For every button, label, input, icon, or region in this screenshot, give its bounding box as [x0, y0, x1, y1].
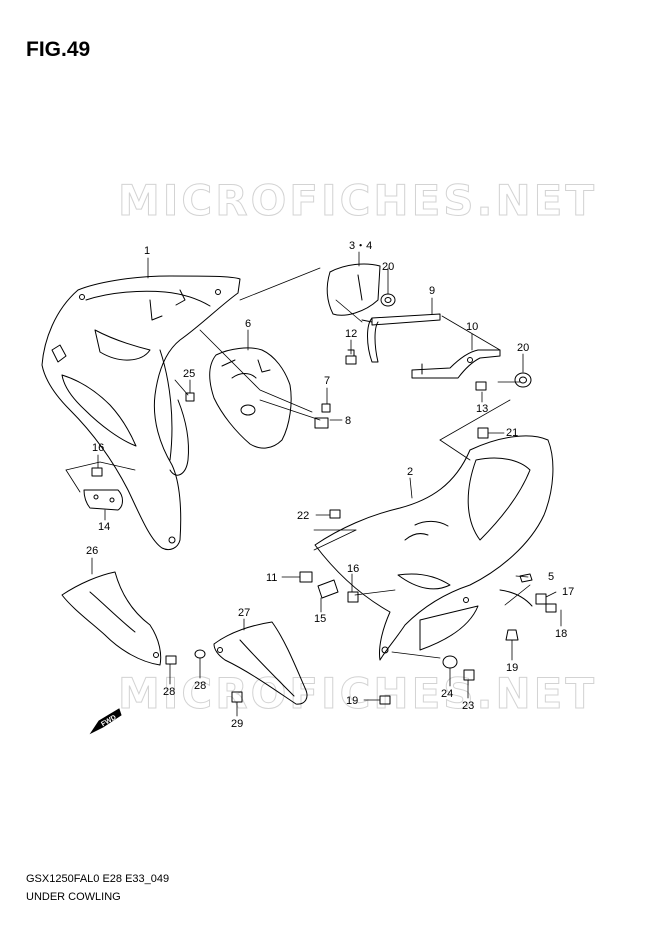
bracket-part-3-4	[326, 263, 381, 316]
bolt-part-12	[345, 349, 357, 365]
callout-23: 23	[462, 700, 475, 712]
right-under-cowling-part-2	[314, 435, 554, 661]
bolt-part-13	[475, 381, 487, 391]
bolt-part-16-left	[91, 467, 103, 477]
callout-28-right: 28	[194, 680, 207, 692]
inner-cover-part-26	[61, 571, 162, 666]
screw-part-28-right	[194, 649, 206, 659]
callout-7: 7	[324, 375, 331, 387]
left-under-cowling-part-1	[41, 275, 241, 551]
callout-5: 5	[548, 571, 555, 583]
section-name: UNDER COWLING	[26, 891, 121, 903]
leader-lines	[91, 251, 562, 717]
inner-panel-part-6	[209, 347, 292, 449]
callout-10: 10	[466, 321, 479, 333]
screw-part-25	[185, 392, 195, 402]
bracket-part-15	[317, 579, 339, 599]
assembly-guide-lines	[65, 267, 531, 659]
callout-16-left: 16	[92, 442, 105, 454]
callout-13: 13	[476, 403, 489, 415]
grommet-part-20-top	[380, 293, 396, 307]
callout-16-right: 16	[347, 563, 360, 575]
screw-part-7	[321, 403, 331, 413]
bracket-part-10	[411, 349, 501, 379]
callout-9: 9	[429, 285, 436, 297]
bolt-part-16-right	[347, 591, 359, 603]
callout-12: 12	[345, 328, 358, 340]
callout-28-left: 28	[163, 686, 176, 698]
callout-22: 22	[297, 510, 310, 522]
callout-24: 24	[441, 688, 454, 700]
grommet-part-24	[442, 655, 458, 669]
callout-6: 6	[245, 318, 252, 330]
callout-3-4: 3・4	[349, 240, 373, 252]
callout-21: 21	[506, 427, 519, 439]
watermark-top: MICROFICHES.NET	[118, 176, 597, 226]
watermark-bottom: MICROFICHES.NET	[118, 669, 597, 719]
screw-part-28-left	[165, 655, 177, 665]
callout-11: 11	[266, 572, 278, 584]
inner-cover-part-27	[213, 621, 308, 705]
clip-part-8	[314, 417, 329, 429]
callout-15: 15	[314, 613, 327, 625]
callout-17: 17	[562, 586, 575, 598]
clip-part-11	[299, 571, 313, 583]
stay-part-9	[361, 313, 441, 363]
callout-19-bottom: 19	[346, 695, 359, 707]
screw-part-21	[477, 427, 489, 439]
callout-19-right: 19	[506, 662, 519, 674]
callout-1: 1	[144, 245, 151, 257]
clip-part-19-bottom	[379, 695, 391, 705]
callout-2: 2	[407, 466, 414, 478]
figure-title: FIG.49	[26, 38, 91, 61]
fwd-badge-label: FWD	[100, 714, 117, 728]
screw-part-22	[329, 509, 341, 519]
callout-27: 27	[238, 607, 251, 619]
callout-8: 8	[345, 415, 352, 427]
screw-part-29	[231, 691, 243, 703]
callout-18: 18	[555, 628, 568, 640]
screw-part-17	[535, 593, 547, 605]
screw-part-23	[463, 669, 475, 681]
callout-20-right: 20	[517, 342, 530, 354]
callout-25: 25	[183, 368, 196, 380]
clip-part-19-right	[505, 629, 519, 641]
forward-direction-badge: FWD	[89, 705, 123, 735]
callout-29: 29	[231, 718, 244, 730]
clip-part-5	[519, 573, 533, 583]
callout-20-top: 20	[382, 261, 395, 273]
bracket-part-14	[83, 489, 123, 511]
model-code: GSX1250FAL0 E28 E33_049	[26, 873, 170, 885]
callout-26: 26	[86, 545, 99, 557]
callout-14: 14	[98, 521, 111, 533]
nut-part-18	[545, 603, 557, 613]
grommet-part-20-right	[514, 372, 532, 388]
